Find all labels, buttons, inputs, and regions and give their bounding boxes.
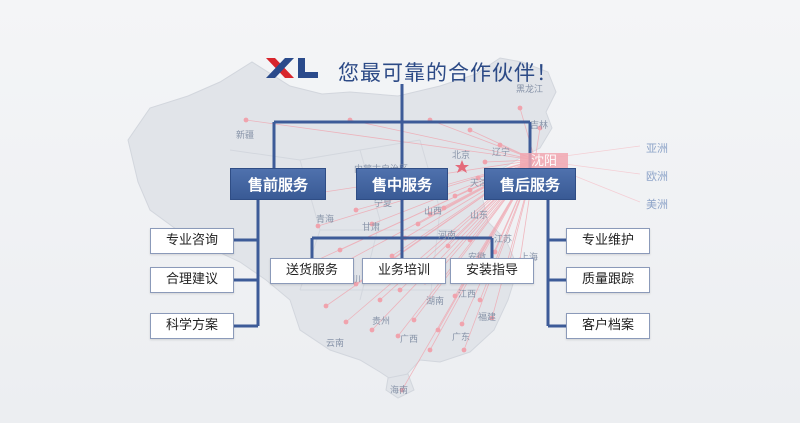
xl-logo	[266, 58, 318, 78]
after-sale-service-box: 售后服务	[484, 168, 576, 200]
city-badge-shenyang: 沈阳	[520, 153, 568, 171]
map-label-xinjiang: 新疆	[236, 131, 255, 141]
city-dot	[323, 303, 329, 309]
city-dot	[377, 297, 383, 303]
city-dot	[475, 175, 481, 181]
map-label-ningxia: 宁夏	[374, 199, 393, 209]
city-dot	[489, 315, 495, 321]
pre-sale-item: 合理建议	[150, 267, 234, 293]
city-dot	[435, 327, 441, 333]
city-dot	[369, 327, 375, 333]
legend-america: 美洲	[646, 198, 668, 211]
city-dot	[389, 253, 395, 259]
route-line	[245, 119, 536, 161]
route-line	[349, 119, 536, 161]
city-dot	[445, 243, 451, 249]
city-dot	[467, 187, 473, 193]
map-label-shanxi: 山西	[424, 207, 443, 217]
after-sale-item: 专业维护	[566, 228, 650, 254]
map-label-shandong: 山东	[470, 211, 489, 221]
city-dot	[452, 293, 458, 299]
city-dot	[441, 205, 447, 211]
city-dot	[399, 387, 405, 393]
map-label-sichuan: 四川	[346, 275, 365, 285]
city-dot	[477, 297, 483, 303]
connector-lines	[232, 84, 566, 328]
city-dot	[343, 319, 349, 325]
map-label-henan: 河南	[438, 231, 457, 241]
city-dot	[243, 117, 249, 123]
map-label-gansu: 甘肃	[362, 223, 381, 233]
logo-letter-l	[298, 58, 318, 78]
hainan-island-shape	[385, 373, 415, 399]
city-dot	[492, 249, 498, 255]
city-dot	[452, 193, 458, 199]
map-label-fujian: 福建	[478, 313, 497, 323]
in-sale-item: 安装指导	[450, 258, 534, 284]
city-dot	[411, 317, 417, 323]
map-label-hunan: 湖南	[426, 297, 445, 307]
city-dot	[397, 287, 403, 293]
city-dot	[353, 207, 359, 213]
map-label-liaoning: 辽宁	[492, 148, 511, 158]
city-dot	[482, 159, 488, 165]
city-dot	[427, 211, 433, 217]
pre-sale-service-box: 售前服务	[230, 168, 326, 200]
after-sale-item: 质量跟踪	[566, 267, 650, 293]
map-label-jilin: 吉林	[530, 121, 549, 131]
map-label-beijing: 北京	[452, 151, 471, 161]
legend-europe: 欧洲	[646, 170, 668, 183]
city-dot	[497, 142, 503, 148]
route-line	[519, 107, 536, 161]
logo-letter-x	[266, 58, 294, 78]
in-sale-item: 送货服务	[270, 258, 354, 284]
city-dot	[537, 125, 543, 131]
map-label-qinghai: 青海	[316, 215, 335, 225]
legend-asia: 亚洲	[646, 142, 668, 155]
city-dot	[369, 221, 375, 227]
city-dot	[315, 223, 321, 229]
city-dot	[415, 221, 421, 227]
in-sale-item: 业务培训	[362, 258, 446, 284]
city-dot	[395, 333, 401, 339]
map-label-guangdong: 广东	[452, 333, 471, 343]
city-dot	[353, 281, 359, 287]
city-dot	[427, 347, 433, 353]
map-label-heilongjiang: 黑龙江	[516, 85, 544, 95]
city-dot	[337, 247, 343, 253]
in-sale-service-box: 售中服务	[356, 168, 448, 200]
city-dot	[459, 321, 465, 327]
route-line	[429, 119, 536, 161]
map-label-guangxi: 广西	[400, 335, 419, 345]
city-dot	[517, 105, 523, 111]
map-label-tianjin: 天津	[470, 179, 489, 189]
after-sale-item: 客户档案	[566, 313, 650, 339]
slogan: 您最可靠的合作伙伴！	[338, 61, 558, 85]
beijing-star	[455, 160, 469, 173]
map-label-guizhou: 贵州	[372, 317, 391, 327]
map-label-jiangxi: 江西	[458, 290, 477, 300]
map-label-yunnan: 云南	[326, 339, 345, 349]
city-dot	[467, 127, 473, 133]
map-label-jiangsu: 江苏	[494, 235, 513, 245]
map-label-hainan: 海南	[390, 386, 409, 396]
pre-sale-item: 科学方案	[150, 313, 234, 339]
pre-sale-item: 专业咨询	[150, 228, 234, 254]
city-dot	[461, 347, 467, 353]
